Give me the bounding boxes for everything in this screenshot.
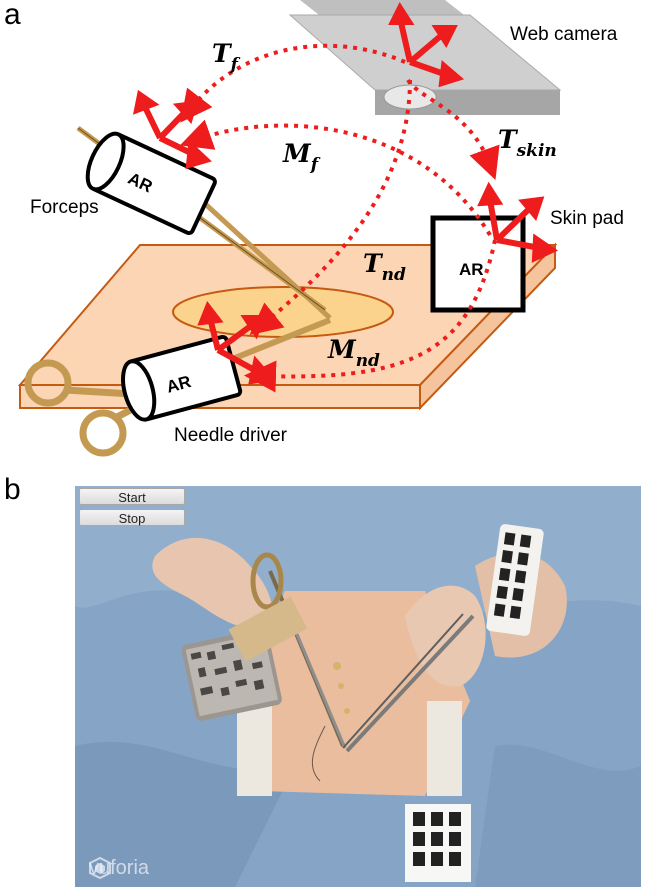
panel-label-b: b: [4, 473, 21, 506]
vuforia-watermark-text: vuforia: [89, 857, 150, 879]
label-t-f: Tf: [212, 39, 241, 75]
needle-driver-model: AR: [24, 317, 332, 457]
start-button[interactable]: Start: [79, 488, 185, 505]
label-m-f: Mf: [282, 139, 321, 175]
needle-driver-frame-icon: [197, 300, 276, 385]
skin-pad-marker-text: AR: [459, 260, 484, 279]
forceps-frame-icon: [132, 89, 212, 170]
vuforia-watermark: vuforia: [89, 857, 149, 880]
label-m-nd: Mnd: [327, 335, 380, 371]
skin-pad-frame-icon: [477, 181, 559, 263]
forceps-model: AR: [76, 125, 332, 320]
camera-scene: [75, 486, 641, 887]
label-skin-pad: Skin pad: [550, 208, 624, 229]
coordinate-frames: [132, 1, 559, 385]
photo-skin-pad: [235, 591, 470, 796]
label-needle-driver: Needle driver: [174, 425, 288, 446]
skin-pad-model: [17, 242, 558, 411]
tracking-diagram: AR AR AR: [17, 0, 624, 457]
web-camera-model: [288, 0, 562, 115]
camera-view: Start Stop vuforia: [75, 486, 641, 887]
panel-label-a: a: [4, 0, 21, 31]
label-t-nd: Tnd: [363, 249, 406, 285]
camera-frame-icon: [388, 1, 465, 88]
label-web-camera: Web camera: [510, 24, 618, 45]
label-forceps: Forceps: [30, 197, 99, 218]
vuforia-logo-icon: [89, 857, 111, 879]
label-t-skin: Tskin: [498, 125, 557, 161]
transform-arrows: [179, 43, 500, 393]
stop-button[interactable]: Stop: [79, 509, 185, 526]
